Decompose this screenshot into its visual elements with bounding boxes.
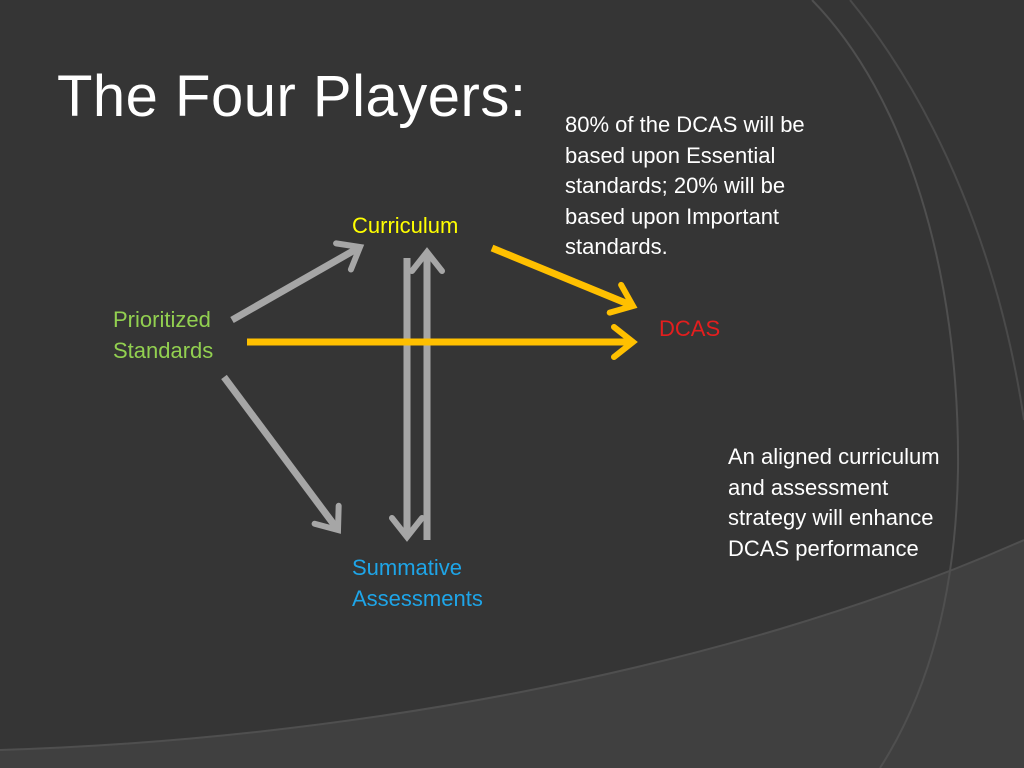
node-dcas: DCAS [659, 316, 721, 341]
background-curve-line [0, 539, 1024, 751]
note-dcas-weighting: 80% of the DCAS will be based upon Essen… [565, 112, 805, 259]
node-summative-assessments: Summative Assessments [352, 555, 483, 611]
slide-title: The Four Players: [57, 64, 527, 129]
arrow-standards-to-summative [221, 374, 342, 534]
arrow-curriculum-to-dcas [490, 244, 638, 316]
background-arc-line-outer [849, 0, 1024, 421]
node-curriculum: Curriculum [352, 213, 459, 238]
node-prioritized-standards: Prioritized Standards [113, 307, 214, 363]
lower-right-band [0, 540, 1024, 768]
arrow-standards-to-curriculum [230, 240, 365, 324]
note-aligned-curriculum: An aligned curriculum and assessment str… [728, 444, 940, 561]
background-arc-line [811, 0, 960, 768]
